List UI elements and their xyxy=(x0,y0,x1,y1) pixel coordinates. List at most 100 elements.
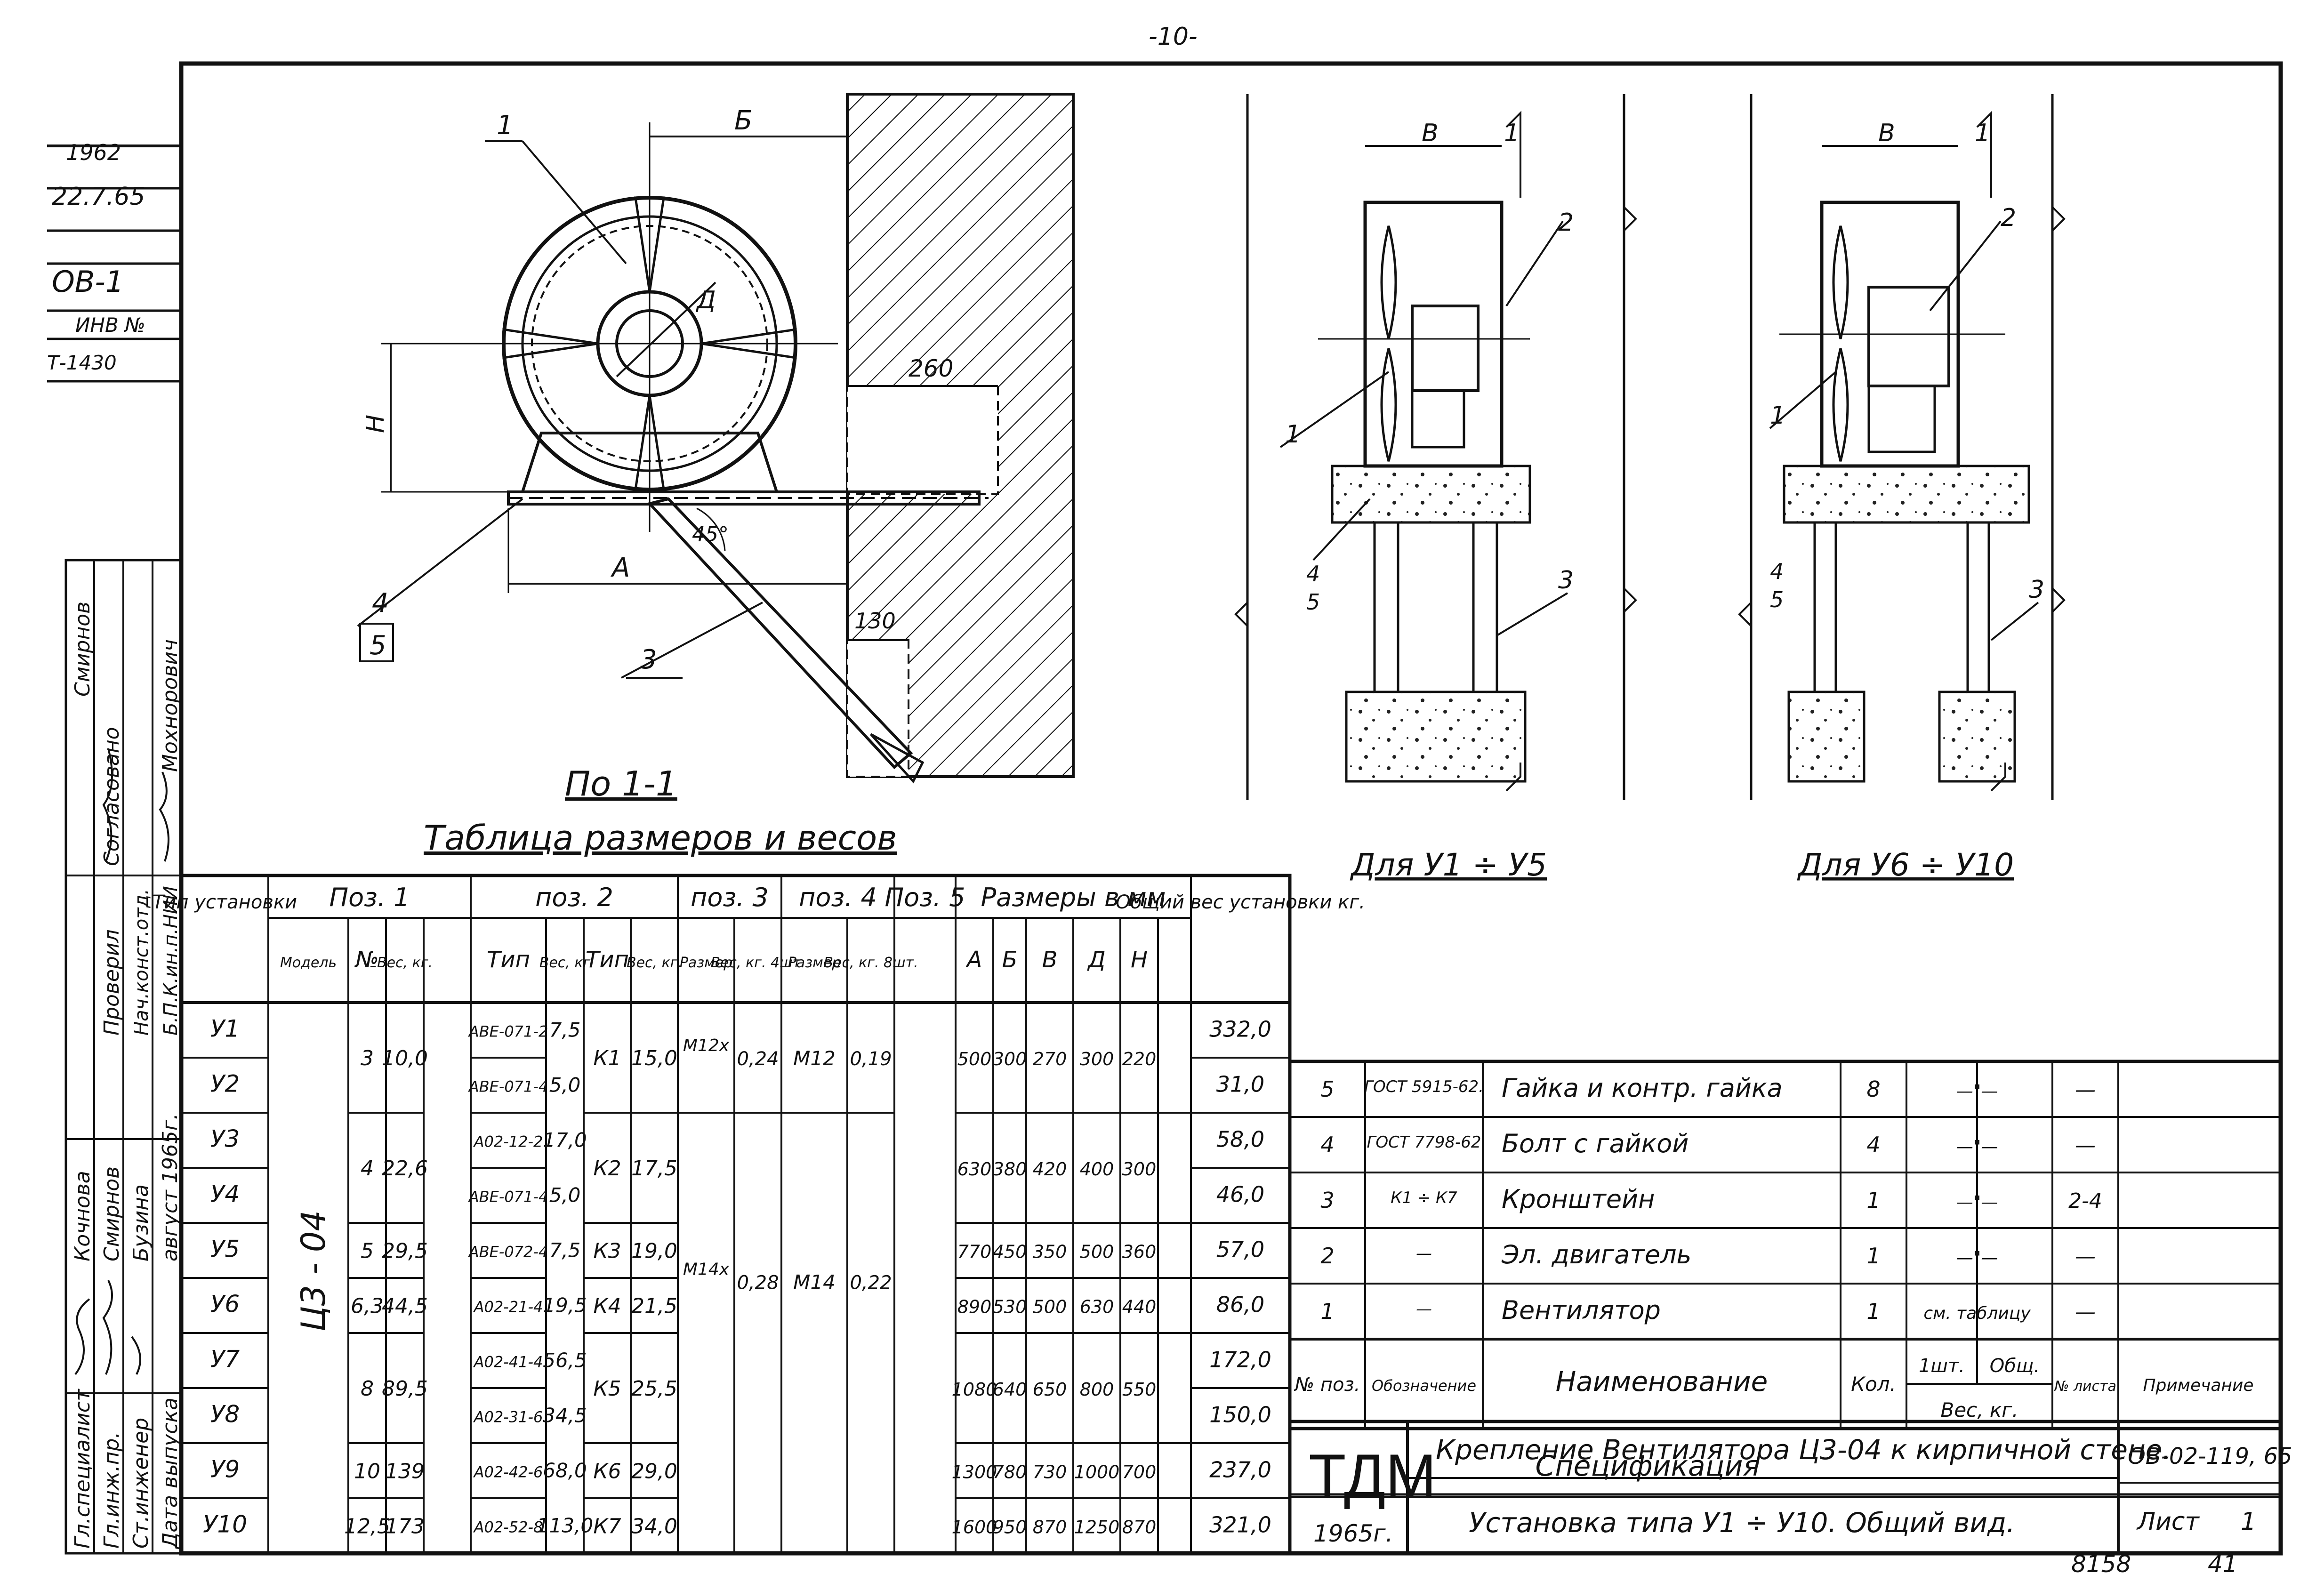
table-fan-no-3: 6,3 xyxy=(351,1294,384,1318)
table-bracket-weight-2: 19,0 xyxy=(631,1239,677,1263)
title-line-1: Крепление Вентилятора Ц3-04 к кирпичной … xyxy=(1436,1434,2171,1466)
table-bracket-type-6: К7 xyxy=(593,1515,621,1539)
table-sub-header-6: Вес, кг. xyxy=(627,955,682,971)
title-year: 1965г. xyxy=(1313,1520,1393,1547)
table-dim-5-2: 730 xyxy=(1033,1462,1067,1483)
table-dim-3-4: 440 xyxy=(1122,1297,1157,1317)
section-drawing: Б А Н Д 260 130 45° 1 4 5 3 По 1-1 Табли xyxy=(357,93,1075,858)
table-dim-0-2: 270 xyxy=(1033,1049,1067,1069)
spec-pos-1: 4 xyxy=(1320,1132,1334,1157)
table-row-type-2: У3 xyxy=(210,1125,240,1153)
table-fan-weight-2: 29,5 xyxy=(382,1239,428,1263)
spec-name-1: Болт с гайкой xyxy=(1502,1129,1689,1158)
table-dim-3-1: 530 xyxy=(993,1297,1027,1317)
table-row-total-2: 58,0 xyxy=(1216,1127,1264,1152)
table-fan-no-4: 8 xyxy=(361,1377,374,1401)
table-dim-6-2: 870 xyxy=(1033,1517,1067,1538)
table-row-motor-4: ABE-072-4 xyxy=(468,1243,548,1261)
dim-a: А xyxy=(611,553,630,583)
pos-label-5c: 5 xyxy=(1770,587,1784,612)
side-name-3: Бузина xyxy=(129,1184,153,1261)
table-row-total-3: 46,0 xyxy=(1216,1182,1264,1207)
table-dim-0-3: 300 xyxy=(1080,1049,1114,1069)
spec-h-w2: Общ. xyxy=(1990,1355,2040,1377)
pos-label-2c: 2 xyxy=(2001,204,2016,232)
spec-weight-0: —"— xyxy=(1956,1082,1998,1101)
table-row-motor-weight-3: 5,0 xyxy=(549,1184,581,1207)
table-fan-no-0: 3 xyxy=(361,1046,374,1070)
spec-qty-4: 1 xyxy=(1866,1299,1880,1324)
spec-h-qty: Кол. xyxy=(1851,1373,1896,1396)
pos-label-4b: 4 xyxy=(1306,561,1320,586)
spec-weight-1: —"— xyxy=(1956,1137,1998,1156)
table-fan-no-1: 4 xyxy=(361,1156,374,1180)
spec-sheet-3: — xyxy=(2075,1245,2096,1269)
pos-label-5b: 5 xyxy=(1306,589,1320,615)
side-name-5: Согласовано xyxy=(100,727,124,866)
table-row-motor-6: A02-41-4 xyxy=(473,1353,543,1371)
table-nut-weight-1: 0,22 xyxy=(850,1272,892,1293)
table-dim-5-3: 1000 xyxy=(1074,1462,1120,1483)
table-dim-6-0: 1600 xyxy=(952,1517,997,1538)
sheet-number: 1 xyxy=(2241,1508,2256,1536)
table-bracket-type-4: К5 xyxy=(593,1377,621,1401)
table-row-motor-7: A02-31-6 xyxy=(473,1408,543,1426)
table-dim-1-1: 380 xyxy=(993,1159,1027,1180)
table-row-type-6: У7 xyxy=(210,1346,240,1373)
dim-angle: 45° xyxy=(692,522,729,546)
table-fan-no-5: 10 xyxy=(354,1460,380,1484)
table-row-motor-weight-0: 7,5 xyxy=(549,1019,581,1042)
table-fan-no-6: 12,5 xyxy=(344,1515,390,1539)
side-role-5: Проверил xyxy=(100,929,124,1036)
table-dim-1-2: 420 xyxy=(1033,1159,1067,1180)
table-dim-6-1: 950 xyxy=(993,1517,1027,1538)
table-bracket-weight-1: 17,5 xyxy=(631,1156,677,1180)
dim-h: Н xyxy=(362,415,390,433)
table-row-motor-2: A02-12-2 xyxy=(473,1133,543,1151)
table-sub-header-8: Вес, кг. 4шт. xyxy=(710,955,805,971)
spec-sheet-4: — xyxy=(2075,1300,2096,1324)
pos-label-3: 3 xyxy=(640,644,657,675)
table-dim-3-3: 630 xyxy=(1080,1297,1114,1317)
table-row-motor-3: ABE-071-4 xyxy=(468,1188,548,1206)
table-bracket-weight-0: 15,0 xyxy=(631,1046,677,1070)
table-sub-header-9: Размер xyxy=(788,955,841,971)
table-bracket-type-1: К2 xyxy=(593,1156,621,1180)
table-dim-0-1: 300 xyxy=(993,1049,1027,1069)
table-dim-2-3: 500 xyxy=(1080,1242,1114,1262)
spec-h-note: Примечание xyxy=(2143,1376,2253,1395)
side-role-6: Нач.конст.отд. xyxy=(131,889,153,1036)
spec-designation-2: К1 ÷ К7 xyxy=(1391,1188,1457,1207)
table-fan-no-2: 5 xyxy=(361,1239,374,1263)
table-dim-1-0: 630 xyxy=(957,1159,992,1180)
table-row-motor-weight-4: 7,5 xyxy=(549,1239,581,1262)
table-fan-weight-6: 173 xyxy=(385,1515,425,1539)
pos-label-5: 5 xyxy=(370,630,386,661)
table-row-type-8: У9 xyxy=(210,1456,240,1483)
table-row-motor-weight-5: 19,5 xyxy=(543,1294,587,1317)
table-group-header-3: поз. 3 xyxy=(691,883,769,912)
table-dim-3-2: 500 xyxy=(1033,1297,1067,1317)
table-nut-size-0: М12 xyxy=(793,1047,836,1070)
table-row-total-9: 321,0 xyxy=(1209,1512,1271,1538)
pos-label-3b: 3 xyxy=(1558,566,1574,594)
table-sub-header-1: № xyxy=(354,947,379,973)
spec-h-sheet: № листа xyxy=(2053,1378,2116,1395)
stamp-line-6: Т-1430 xyxy=(47,351,117,374)
table-bolt-size-1a: М14х xyxy=(683,1260,730,1279)
table-row-total-6: 172,0 xyxy=(1209,1347,1271,1373)
table-bracket-weight-4: 25,5 xyxy=(631,1377,677,1401)
table-group-header-7: Общий вес установки кг. xyxy=(1116,891,1365,913)
table-dim-2-0: 770 xyxy=(957,1242,992,1262)
table-row-motor-weight-1: 5,0 xyxy=(549,1074,581,1097)
table-dim-0-0: 500 xyxy=(957,1049,992,1069)
table-sub-header-5: Тип xyxy=(586,947,629,973)
side-name-2: Смирнов xyxy=(100,1166,124,1261)
table-row-type-4: У5 xyxy=(210,1236,240,1263)
spec-name-4: Вентилятор xyxy=(1502,1295,1661,1325)
table-dim-5-4: 700 xyxy=(1122,1462,1157,1483)
table-bracket-type-5: К6 xyxy=(593,1460,621,1484)
pos-label-4: 4 xyxy=(372,588,389,618)
spec-designation-1: ГОСТ 7798-62 xyxy=(1367,1133,1481,1152)
